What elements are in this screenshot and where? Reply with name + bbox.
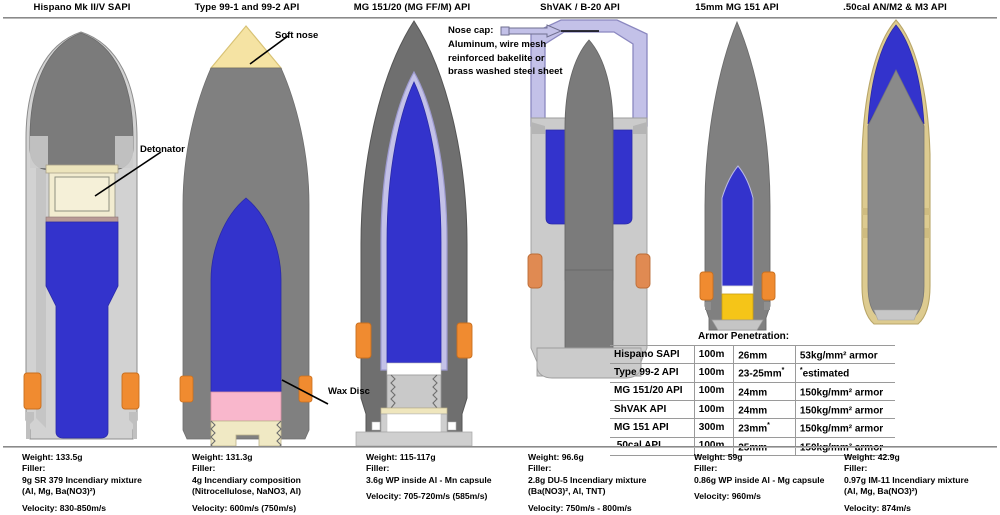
spec-filler-line-2: (Al, Mg, Ba(NO3)²) — [844, 486, 918, 497]
spec-weight: Weight: 131.3g — [192, 452, 253, 462]
table-row: MG 151/20 API 100m 24mm 150kg/mm² armor — [610, 382, 895, 401]
spec-filler-line-2: (Ba(NO3)², Al, TNT) — [528, 486, 606, 497]
specification-blocks: Weight: 133.5g Filler: 9g SR 379 Incendi… — [0, 452, 1000, 515]
spec-filler-line-1: 0.97g IM-11 Incendiary mixture — [844, 474, 969, 485]
armor-penetration-section: Armor Penetration: Hispano SAPI 100m 26m… — [610, 331, 895, 456]
cell-round-name: ShVAK API — [610, 400, 695, 420]
annotation-soft-nose: Soft nose — [275, 30, 319, 41]
nose-cap-arrow-icon — [500, 24, 600, 38]
armor-penetration-title: Armor Penetration: — [698, 331, 790, 342]
spec-weight: Weight: 115-117g — [366, 452, 436, 462]
spec-filler-line-2: (Nitrocellulose, NaNO3, Al) — [192, 486, 302, 497]
spec-block-mg15120: Weight: 115-117g Filler: 3.6g WP inside … — [366, 452, 556, 503]
table-row: Hispano SAPI 100m 26mm 53kg/mm² armor — [610, 344, 895, 365]
spec-filler-label: Filler: — [366, 463, 390, 474]
cell-armor-note: 53kg/mm² armor — [795, 344, 895, 365]
table-row: ShVAK API 100m 24mm 150kg/mm² armor — [610, 400, 895, 420]
nose-cap-line-2: reinforced bakelite or — [448, 52, 545, 64]
cell-round-name: MG 151/20 API — [610, 382, 695, 401]
round-drawing-mg151 — [699, 20, 776, 331]
cell-armor-note: 150kg/mm² armor — [795, 382, 895, 401]
round-drawing-50cal — [861, 19, 931, 325]
spec-filler-label: Filler: — [844, 463, 868, 474]
cell-range: 300m — [694, 418, 735, 438]
round-drawing-mg15120 — [355, 20, 473, 446]
cell-armor-note: *estimated — [795, 363, 895, 383]
round-titles-row: Hispano Mk II/V SAPI Type 99-1 and 99-2 … — [0, 0, 1000, 18]
spec-block-shvak: Weight: 96.6g Filler: 2.8g DU-5 Incendia… — [528, 452, 703, 514]
cell-penetration: 24mm — [733, 382, 796, 401]
spec-filler-label: Filler: — [192, 463, 216, 474]
spec-block-hispano: Weight: 133.5g Filler: 9g SR 379 Incendi… — [22, 452, 197, 514]
cell-range: 100m — [694, 363, 735, 383]
cross-section-drawings — [0, 18, 1000, 446]
table-row: Type 99-2 API 100m 23-25mm* *estimated — [610, 363, 895, 383]
nose-cap-line-1: Aluminum, wire mesh — [448, 39, 547, 50]
header-divider-rule — [3, 17, 997, 19]
spec-weight: Weight: 59g — [694, 452, 743, 462]
footer-divider-rule — [3, 446, 997, 448]
nose-cap-line-3: brass washed steel sheet — [448, 66, 563, 77]
spec-velocity: Velocity: 960m/s — [694, 491, 761, 502]
spec-block-50cal: Weight: 42.9g Filler: 0.97g IM-11 Incend… — [844, 452, 1000, 514]
cell-range: 100m — [694, 344, 735, 365]
round-title-mg15120: MG 151/20 (MG FF/M) API — [353, 2, 471, 13]
spec-weight: Weight: 96.6g — [528, 452, 584, 462]
cell-penetration: 23mm* — [733, 418, 796, 438]
spec-filler-label: Filler: — [528, 463, 552, 474]
cell-range: 100m — [694, 382, 735, 401]
armor-penetration-table: Hispano SAPI 100m 26mm 53kg/mm² armor Ty… — [610, 344, 895, 456]
round-drawing-hispano — [23, 31, 140, 440]
table-row: MG 151 API 300m 23mm* 150kg/mm² armor — [610, 418, 895, 438]
annotation-wax-disc: Wax Disc — [328, 386, 370, 397]
cell-round-name: Type 99-2 API — [610, 363, 695, 383]
detonator-leader-line — [94, 151, 162, 197]
round-title-type99: Type 99-1 and 99-2 API — [194, 2, 300, 13]
spec-velocity: Velocity: 830-850m/s — [22, 502, 107, 513]
nose-cap-label: Nose cap: — [448, 25, 494, 37]
spec-velocity: Velocity: 600m/s (750m/s) — [192, 502, 297, 513]
spec-filler-line-1: 9g SR 379 Incendiary mixture — [22, 474, 142, 485]
cell-armor-note: 150kg/mm² armor — [795, 418, 895, 438]
spec-velocity: Velocity: 705-720m/s (585m/s) — [366, 491, 488, 502]
cell-range: 100m — [694, 400, 735, 420]
spec-block-mg151: Weight: 59g Filler: 0.86g WP inside Al -… — [694, 452, 884, 503]
annotation-nose-cap: Nose cap: Aluminum, wire mesh reinforced… — [448, 24, 600, 79]
spec-weight: Weight: 133.5g — [22, 452, 83, 462]
spec-filler-line-1: 0.86g WP inside Al - Mg capsule — [694, 474, 825, 485]
round-title-mg151: 15mm MG 151 API — [695, 2, 779, 13]
spec-block-type99: Weight: 131.3g Filler: 4g Incendiary com… — [192, 452, 367, 514]
wax-disc-leader-line — [281, 379, 329, 405]
spec-velocity: Velocity: 874m/s — [844, 502, 911, 513]
cell-round-name: Hispano SAPI — [610, 344, 695, 365]
cell-armor-note: 150kg/mm² armor — [795, 400, 895, 420]
cell-penetration: 24mm — [733, 400, 796, 420]
cell-round-name: MG 151 API — [610, 418, 695, 438]
round-drawing-type99 — [179, 25, 313, 446]
spec-filler-label: Filler: — [694, 463, 718, 474]
round-title-50cal: .50cal AN/M2 & M3 API — [843, 2, 947, 13]
spec-filler-line-1: 2.8g DU-5 Incendiary mixture — [528, 474, 647, 485]
spec-weight: Weight: 42.9g — [844, 452, 900, 462]
round-title-hispano: Hispano Mk II/V SAPI — [33, 2, 131, 13]
spec-filler-line-1: 3.6g WP inside Al - Mn capsule — [366, 474, 492, 485]
round-title-shvak: ShVAK / B-20 API — [540, 2, 620, 13]
spec-filler-line-1: 4g Incendiary composition — [192, 474, 301, 485]
spec-filler-line-2: (Al, Mg, Ba(NO3)²) — [22, 486, 96, 497]
annotation-detonator: Detonator — [140, 144, 185, 155]
cell-penetration: 23-25mm* — [733, 363, 796, 383]
soft-nose-leader-line — [249, 35, 289, 65]
spec-filler-label: Filler: — [22, 463, 46, 474]
spec-velocity: Velocity: 750m/s - 800m/s — [528, 502, 632, 513]
cell-penetration: 26mm — [733, 344, 796, 365]
